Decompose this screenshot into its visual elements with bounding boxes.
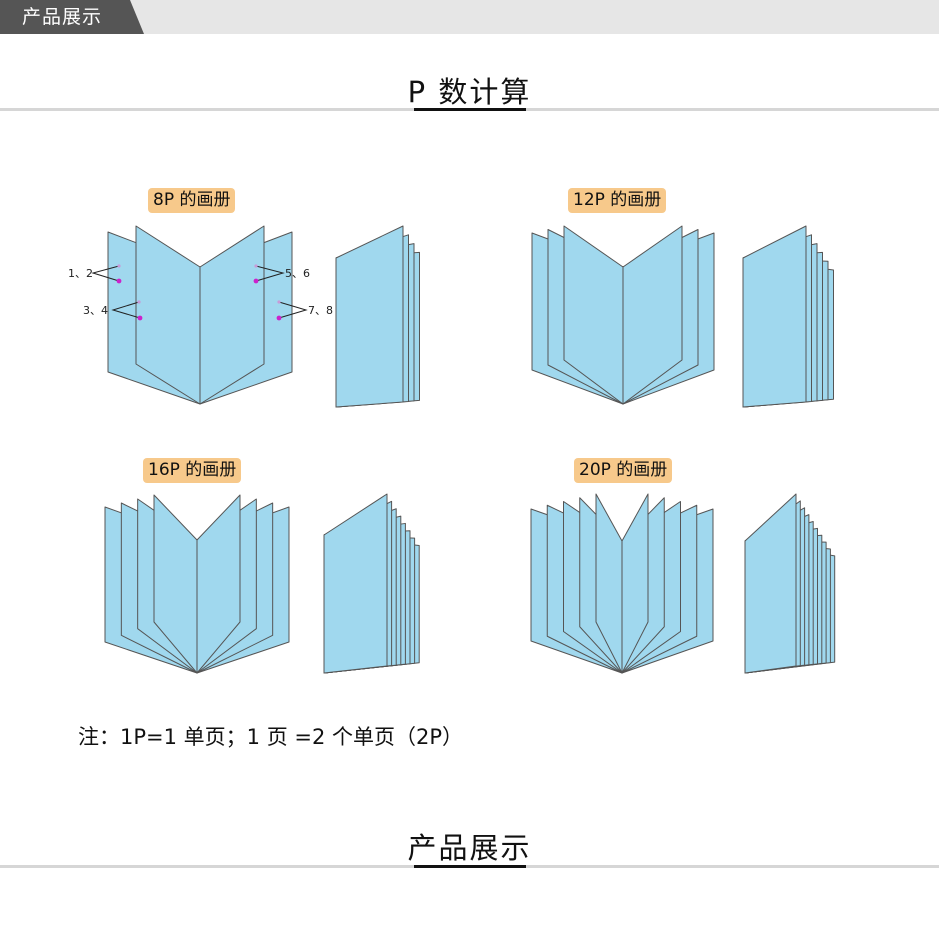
- leader-dot-4: [137, 315, 143, 321]
- sheet-1: [744, 493, 797, 674]
- page-right-3: [622, 225, 683, 405]
- page-label-5-6: 5、6: [285, 267, 310, 280]
- page-right-5: [621, 493, 649, 674]
- leader-dot-3: [137, 300, 141, 304]
- leader-dot-6: [253, 278, 259, 284]
- diagram-8p: [107, 225, 420, 408]
- section-title-underline-bottom: [414, 865, 526, 868]
- sheet-1: [323, 493, 388, 674]
- diagram-12p: [531, 225, 834, 408]
- top-bar: [0, 0, 939, 34]
- undefined: [111, 301, 141, 319]
- section-title-pcount: P 数计算: [407, 75, 532, 109]
- leader-dot-7: [277, 300, 281, 304]
- undefined: [91, 265, 120, 282]
- header-tab-label: 产品展示: [22, 6, 103, 28]
- note-text: 注：1P=1 单页；1 页 =2 个单页（2P）: [78, 725, 464, 749]
- undefined: [255, 265, 285, 282]
- page-right-4: [196, 494, 241, 674]
- section-title-showcase: 产品展示: [407, 831, 532, 865]
- caption-16p: 16P 的画册: [143, 458, 242, 483]
- section-title-underline: [414, 108, 526, 111]
- page-label-7-8: 7、8: [308, 304, 333, 317]
- diagram-20p: [530, 493, 836, 674]
- diagram-16p: [104, 493, 420, 674]
- sheet-1: [335, 225, 404, 408]
- caption-8p: 8P 的画册: [148, 188, 236, 213]
- caption-12p: 12P 的画册: [568, 188, 667, 213]
- undefined: [278, 301, 308, 319]
- page-label-1-2: 1、2: [68, 267, 93, 280]
- leader-dot-5: [254, 264, 258, 268]
- page-labels-8p: 1、2 3、4 5、6 7、8: [68, 264, 333, 321]
- leader-dot-2: [116, 278, 122, 284]
- header-tab-shape: [0, 0, 144, 34]
- sheet-1: [742, 225, 807, 408]
- leader-dot-1: [117, 264, 121, 268]
- leader-dot-8: [276, 315, 282, 321]
- header-tab[interactable]: 产品展示: [0, 0, 144, 34]
- caption-20p: 20P 的画册: [574, 458, 673, 483]
- page-label-3-4: 3、4: [83, 304, 108, 317]
- page-right-2: [199, 225, 265, 405]
